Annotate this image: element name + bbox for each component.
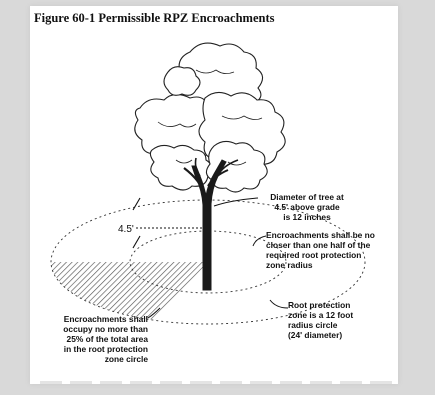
encroachment-distance-note: Encroachments shall be no closer than on… bbox=[266, 230, 375, 270]
trunk-diameter-leader bbox=[213, 197, 259, 207]
rpz-radius-line-3: radius circle bbox=[288, 320, 338, 330]
grade-height-marker bbox=[132, 197, 203, 249]
encroachment-area-leader bbox=[147, 307, 161, 319]
trunk-diameter-line-1: Diameter of tree at bbox=[270, 192, 344, 202]
canopy-detail-lines bbox=[157, 69, 263, 166]
encroachment-area-line-5: zone circle bbox=[104, 354, 148, 364]
encroachment-area-line-1: Encroachments shall bbox=[63, 314, 148, 324]
grade-height-label: 4.5' bbox=[118, 224, 134, 235]
encroachment-area-line-2: occupy no more than bbox=[63, 324, 148, 334]
encroachment-distance-line-1: Encroachments shall be no bbox=[266, 230, 375, 240]
trunk-diameter-note: Diameter of tree at 4.5' above grade is … bbox=[258, 192, 356, 222]
rpz-radius-leader bbox=[269, 299, 289, 309]
encroachment-area-line-4: in the root protection bbox=[63, 344, 148, 354]
faded-text-remnant bbox=[40, 381, 400, 384]
rpz-radius-note: Root protection zone is a 12 foot radius… bbox=[288, 300, 353, 340]
tree-canopy bbox=[134, 42, 286, 193]
encroachment-distance-line-4: zone radius bbox=[266, 260, 313, 270]
encroachment-distance-line-3: required root protection bbox=[266, 250, 362, 260]
encroachment-area-line-3: 25% of the total area bbox=[66, 334, 148, 344]
figure-title: Figure 60-1 Permissible RPZ Encroachment… bbox=[34, 11, 275, 25]
rpz-radius-line-2: zone is a 12 foot bbox=[288, 310, 354, 320]
rpz-radius-line-1: Root protection bbox=[288, 300, 351, 310]
half-radius-circle bbox=[129, 230, 287, 294]
encroachment-area-note: Encroachments shall occupy no more than … bbox=[44, 314, 148, 364]
trunk-diameter-line-2: 4.5' above grade bbox=[274, 202, 340, 212]
encroachment-distance-leader bbox=[252, 235, 267, 247]
encroachment-area-hatch bbox=[51, 262, 208, 320]
leader-lines bbox=[147, 197, 289, 319]
encroachment-distance-line-2: closer than one half of the bbox=[266, 240, 371, 250]
tree-trunk bbox=[183, 157, 239, 291]
rpz-radius-line-4: (24' diameter) bbox=[288, 330, 343, 340]
trunk-diameter-line-3: is 12 inches bbox=[283, 212, 331, 222]
